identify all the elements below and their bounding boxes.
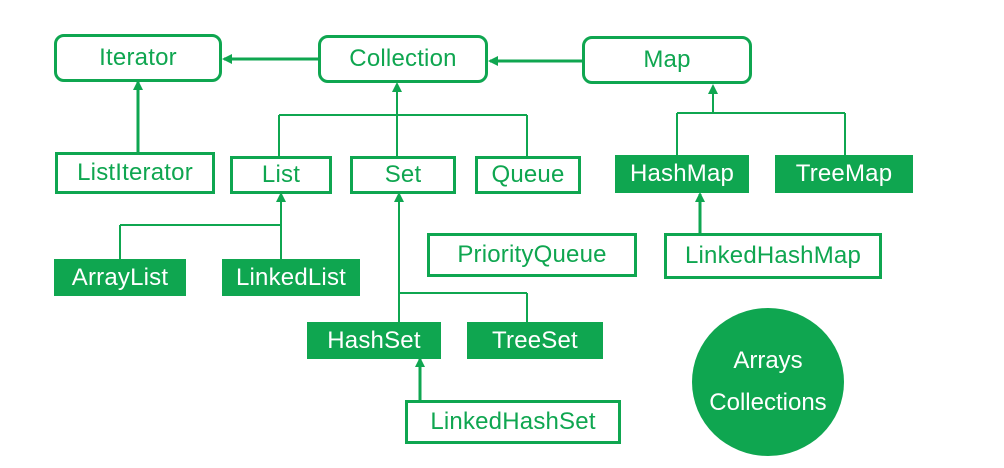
node-priorityqueue-label: PriorityQueue xyxy=(457,241,607,268)
node-collection: Collection xyxy=(318,35,488,83)
utility-collections-label: Collections xyxy=(709,389,827,416)
node-queue-label: Queue xyxy=(491,161,565,188)
node-linkedhashmap-label: LinkedHashMap xyxy=(684,242,862,269)
node-hashset: HashSet xyxy=(307,322,441,359)
node-linkedlist-label: LinkedList xyxy=(235,263,347,291)
node-listiterator-label: ListIterator xyxy=(77,159,193,186)
node-collection-label: Collection xyxy=(349,45,457,72)
node-priorityqueue: PriorityQueue xyxy=(427,233,637,277)
utility-classes-circle: Arrays Collections xyxy=(692,308,844,456)
node-arraylist: ArrayList xyxy=(54,259,186,296)
node-set-label: Set xyxy=(384,161,422,188)
node-treemap: TreeMap xyxy=(775,155,913,193)
node-hashmap-label: HashMap xyxy=(629,160,735,187)
node-map-label: Map xyxy=(643,46,691,73)
node-list: List xyxy=(230,156,332,194)
node-linkedhashmap: LinkedHashMap xyxy=(664,233,882,279)
node-treeset-label: TreeSet xyxy=(492,326,578,354)
node-list-label: List xyxy=(261,161,301,188)
node-iterator-label: Iterator xyxy=(99,44,177,71)
edge-tree-collection xyxy=(278,82,528,156)
node-queue: Queue xyxy=(475,156,581,194)
node-linkedhashset: LinkedHashSet xyxy=(405,400,621,444)
node-hashset-label: HashSet xyxy=(327,326,421,354)
edge-tree-set xyxy=(394,192,528,322)
node-arraylist-label: ArrayList xyxy=(71,263,169,291)
node-treeset: TreeSet xyxy=(467,322,603,359)
node-treemap-label: TreeMap xyxy=(795,160,893,187)
node-hashmap: HashMap xyxy=(615,155,749,193)
node-linkedlist: LinkedList xyxy=(222,259,360,296)
node-listiterator: ListIterator xyxy=(55,152,215,194)
edge-tree-list xyxy=(119,192,286,259)
edge-tree-map xyxy=(676,84,846,155)
node-linkedhashset-label: LinkedHashSet xyxy=(430,408,596,435)
node-iterator: Iterator xyxy=(54,34,222,82)
node-map: Map xyxy=(582,36,752,84)
node-set: Set xyxy=(350,156,456,194)
utility-arrays-label: Arrays xyxy=(733,347,803,374)
